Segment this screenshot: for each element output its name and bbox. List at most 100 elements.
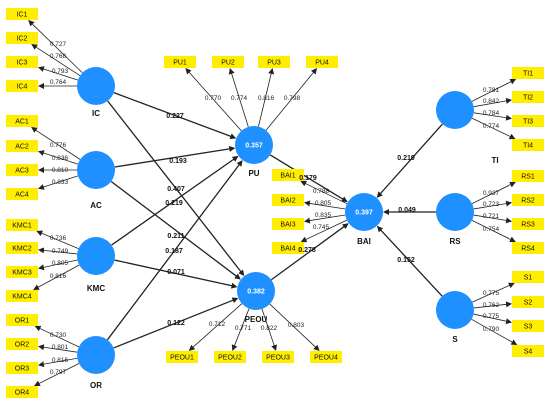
loading-value-bai1: 0.788 xyxy=(313,188,330,195)
loading-value-rs3: 0.721 xyxy=(483,213,500,220)
loading-value-ic1: 0.727 xyxy=(50,41,67,48)
indicator-label-rs2: RS2 xyxy=(521,198,535,205)
path-coefficient-ac-pu: 0.193 xyxy=(169,158,187,165)
path-coefficient-rs-bai: 0.049 xyxy=(398,207,416,214)
indicator-box-ac2 xyxy=(6,140,38,152)
indicator-label-pu3: PU3 xyxy=(267,60,281,67)
construct-label-s: S xyxy=(452,335,458,344)
path-arrow-ac-pu xyxy=(114,145,236,168)
construct-node-or xyxy=(77,336,115,374)
loading-arrow-ti2 xyxy=(473,97,513,108)
loading-arrow-or1 xyxy=(34,325,79,348)
loading-arrow-rs4 xyxy=(471,220,516,243)
indicator-box-rs1 xyxy=(512,170,544,182)
loading-arrow-ti3 xyxy=(473,112,513,121)
indicator-box-bai4 xyxy=(272,242,304,254)
loading-arrow-or4 xyxy=(34,363,80,387)
constructs-layer xyxy=(77,67,474,374)
path-coefficient-s-bai: 0.152 xyxy=(397,257,415,264)
indicator-box-rs3 xyxy=(512,218,544,230)
indicator-box-ti3 xyxy=(512,115,544,127)
indicator-box-pu2 xyxy=(212,56,244,68)
loading-value-rs4: 0.754 xyxy=(483,226,500,233)
construct-label-or: OR xyxy=(90,381,102,390)
loading-value-pu2: 0.774 xyxy=(231,95,248,102)
loading-value-or4: 0.797 xyxy=(50,369,67,376)
loading-arrow-peou2 xyxy=(231,308,250,351)
loading-value-peou3: 0.822 xyxy=(261,325,278,332)
indicator-label-ic1: IC1 xyxy=(17,12,28,19)
path-arrow-or-peou xyxy=(113,297,239,349)
indicator-label-bai4: BAI4 xyxy=(280,246,295,253)
loading-arrow-kmc3 xyxy=(37,259,78,271)
construct-label-ti: TI xyxy=(491,156,498,165)
path-arrow-s-bai xyxy=(376,225,443,297)
loading-arrow-ti4 xyxy=(471,117,516,140)
indicator-box-pu1 xyxy=(164,56,196,68)
indicator-label-bai2: BAI2 xyxy=(280,198,295,205)
loading-arrow-peou1 xyxy=(188,303,243,351)
loading-arrow-or3 xyxy=(37,357,78,368)
indicator-box-peou2 xyxy=(214,351,246,363)
indicator-box-s4 xyxy=(512,345,544,357)
construct-node-ic xyxy=(77,67,115,105)
indicator-box-ic2 xyxy=(6,32,38,44)
indicator-label-ti2: TI2 xyxy=(523,95,533,102)
path-coefficient-or-peou: 0.122 xyxy=(167,320,185,327)
indicator-label-bai3: BAI3 xyxy=(280,222,295,229)
loading-value-ic4: 0.764 xyxy=(50,79,67,86)
loading-arrow-bai2 xyxy=(303,200,346,210)
indicator-box-ic3 xyxy=(6,56,38,68)
loading-value-kmc2: 0.749 xyxy=(52,248,69,255)
indicator-box-rs2 xyxy=(512,194,544,206)
indicator-box-pu3 xyxy=(258,56,290,68)
loading-value-s4: 0.790 xyxy=(483,326,500,333)
path-arrow-pu-bai xyxy=(269,154,348,203)
indicator-box-ac3 xyxy=(6,164,38,176)
loading-arrow-kmc2 xyxy=(37,247,78,255)
r-squared-pu: 0.357 xyxy=(245,143,263,150)
construct-label-pu: PU xyxy=(248,169,259,178)
loading-value-ac1: 0.776 xyxy=(50,142,67,149)
path-arrow-ic-pu xyxy=(113,92,237,140)
loading-value-bai3: 0.835 xyxy=(315,212,332,219)
indicator-box-pu4 xyxy=(306,56,338,68)
loading-value-or3: 0.816 xyxy=(52,357,69,364)
loading-arrow-pu2 xyxy=(228,68,249,127)
indicator-label-pu4: PU4 xyxy=(315,60,329,67)
indicator-label-s4: S4 xyxy=(524,349,533,356)
indicator-box-ic4 xyxy=(6,80,38,92)
indicator-label-kmc4: KMC4 xyxy=(12,294,32,301)
loading-arrow-s1 xyxy=(472,282,515,303)
loading-value-or1: 0.730 xyxy=(50,332,67,339)
loading-arrow-peou4 xyxy=(269,303,320,352)
loading-arrow-pu1 xyxy=(185,67,242,132)
indicator-label-peou4: PEOU4 xyxy=(314,355,338,362)
construct-node-rs xyxy=(436,193,474,231)
loading-value-s1: 0.775 xyxy=(483,290,500,297)
indicator-label-ac2: AC2 xyxy=(15,144,29,151)
loading-arrow-ti1 xyxy=(471,79,517,102)
path-coefficient-peou-bai: 0.278 xyxy=(298,247,316,254)
path-coefficient-kmc-peou: 0.071 xyxy=(167,269,185,276)
loading-value-ti1: 0.781 xyxy=(483,87,500,94)
indicator-label-rs1: RS1 xyxy=(521,174,535,181)
indicator-box-ic1 xyxy=(6,8,38,20)
r-squared-bai: 0.397 xyxy=(355,210,373,217)
indicator-box-kmc4 xyxy=(6,290,38,302)
indicator-box-bai3 xyxy=(272,218,304,230)
path-coefficient-ac-peou: 0.211 xyxy=(167,233,184,240)
loading-value-bai2: 0.805 xyxy=(315,200,332,207)
indicator-label-s2: S2 xyxy=(524,300,533,307)
loading-value-pu1: 0.770 xyxy=(205,95,222,102)
r-squared-peou: 0.382 xyxy=(247,289,265,296)
loading-value-s2: 0.762 xyxy=(483,302,500,309)
indicator-label-or3: OR3 xyxy=(15,366,30,373)
construct-node-peou xyxy=(237,272,275,310)
indicator-label-ac3: AC3 xyxy=(15,168,29,175)
loading-arrow-ac1 xyxy=(31,126,81,160)
indicator-label-bai1: BAI1 xyxy=(280,173,295,180)
indicator-label-ti1: TI1 xyxy=(523,71,533,78)
construct-label-kmc: KMC xyxy=(87,284,105,293)
